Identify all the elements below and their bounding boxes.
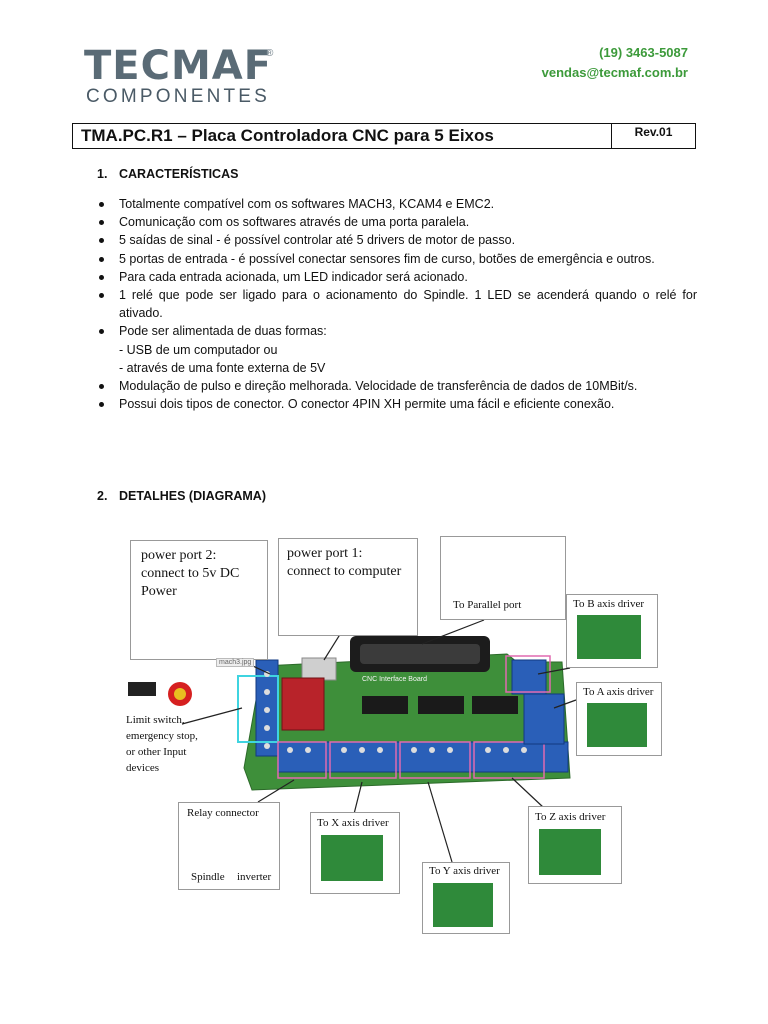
list-item: 5 saídas de sinal - é possível controlar…: [97, 231, 697, 249]
contact-info: (19) 3463-5087 vendas@tecmaf.com.br: [542, 43, 688, 83]
bullet-icon: [99, 220, 104, 226]
callout-y-axis-driver: To Y axis driver: [422, 862, 510, 934]
list-item: Para cada entrada acionada, um LED indic…: [97, 268, 697, 286]
power-option: - USB de um computador ou: [119, 342, 278, 357]
callout-power-port-1: power port 1: connect to computer: [278, 538, 418, 636]
bullet-icon: [99, 329, 104, 335]
list-item: 5 portas de entrada - é possível conecta…: [97, 250, 697, 268]
power-option: - através de uma fonte externa de 5V: [119, 360, 326, 375]
bullet-icon: [99, 238, 104, 244]
driver-board-image: [539, 829, 601, 875]
company-logo: TECMAF ® COMPONENTES: [84, 43, 284, 107]
document-title: TMA.PC.R1 – Placa Controladora CNC para …: [73, 124, 612, 148]
list-item: Comunicação com os softwares através de …: [97, 213, 697, 231]
callout-a-axis-driver: To A axis driver: [576, 682, 662, 756]
section-heading-features: 1. CARACTERÍSTICAS: [97, 167, 238, 181]
bullet-icon: [99, 202, 104, 207]
callout-x-axis-driver: To X axis driver: [310, 812, 400, 894]
callout-relay-connector: Relay connector Spindle inverter: [178, 802, 280, 890]
bullet-icon: [99, 384, 104, 390]
driver-board-image: [577, 615, 641, 659]
board-diagram: power port 2: connect to 5v DC Power pow…: [92, 528, 664, 936]
driver-board-image: [321, 835, 383, 881]
bullet-icon: [99, 293, 104, 299]
list-item: Possui dois tipos de conector. O conecto…: [97, 395, 697, 413]
driver-board-image: [433, 883, 493, 927]
list-item: Modulação de pulso e direção melhorada. …: [97, 377, 697, 395]
section-number: 2.: [97, 489, 108, 503]
section-title: CARACTERÍSTICAS: [119, 167, 239, 181]
features-list: Totalmente compatível com os softwares M…: [97, 195, 697, 413]
list-item: 1 relé que pode ser ligado para o aciona…: [97, 286, 697, 322]
board-silkscreen-label: CNC Interface Board: [362, 676, 427, 683]
revision-label: Rev.01: [634, 125, 673, 139]
callout-z-axis-driver: To Z axis driver: [528, 806, 622, 884]
contact-email: vendas@tecmaf.com.br: [541, 65, 688, 80]
image-filename-tag: mach3.jpg: [216, 658, 255, 667]
callout-parallel-port: To Parallel port: [440, 536, 566, 620]
bullet-icon: [99, 274, 104, 280]
bullet-icon: [99, 256, 104, 262]
logo-subtitle: COMPONENTES: [86, 86, 271, 107]
section-title: DETALHES (DIAGRAMA): [119, 489, 266, 503]
list-item: Pode ser alimentada de duas formas: - US…: [97, 322, 697, 377]
section-heading-diagram: 2. DETALHES (DIAGRAMA): [97, 489, 266, 503]
bullet-icon: [99, 402, 104, 408]
callout-power-port-2: power port 2: connect to 5v DC Power: [130, 540, 268, 660]
callout-b-axis-driver: To B axis driver: [566, 594, 658, 668]
contact-phone: (19) 3463-5087: [599, 45, 688, 60]
driver-board-image: [587, 703, 647, 747]
list-item: Totalmente compatível com os softwares M…: [97, 195, 697, 213]
logo-registered-mark: ®: [266, 48, 274, 59]
callout-limit-switch: Limit switch, emergency stop, or other I…: [126, 714, 198, 774]
document-title-bar: TMA.PC.R1 – Placa Controladora CNC para …: [72, 123, 696, 149]
section-number: 1.: [97, 167, 108, 181]
logo-wordmark: TECMAF: [84, 43, 273, 89]
